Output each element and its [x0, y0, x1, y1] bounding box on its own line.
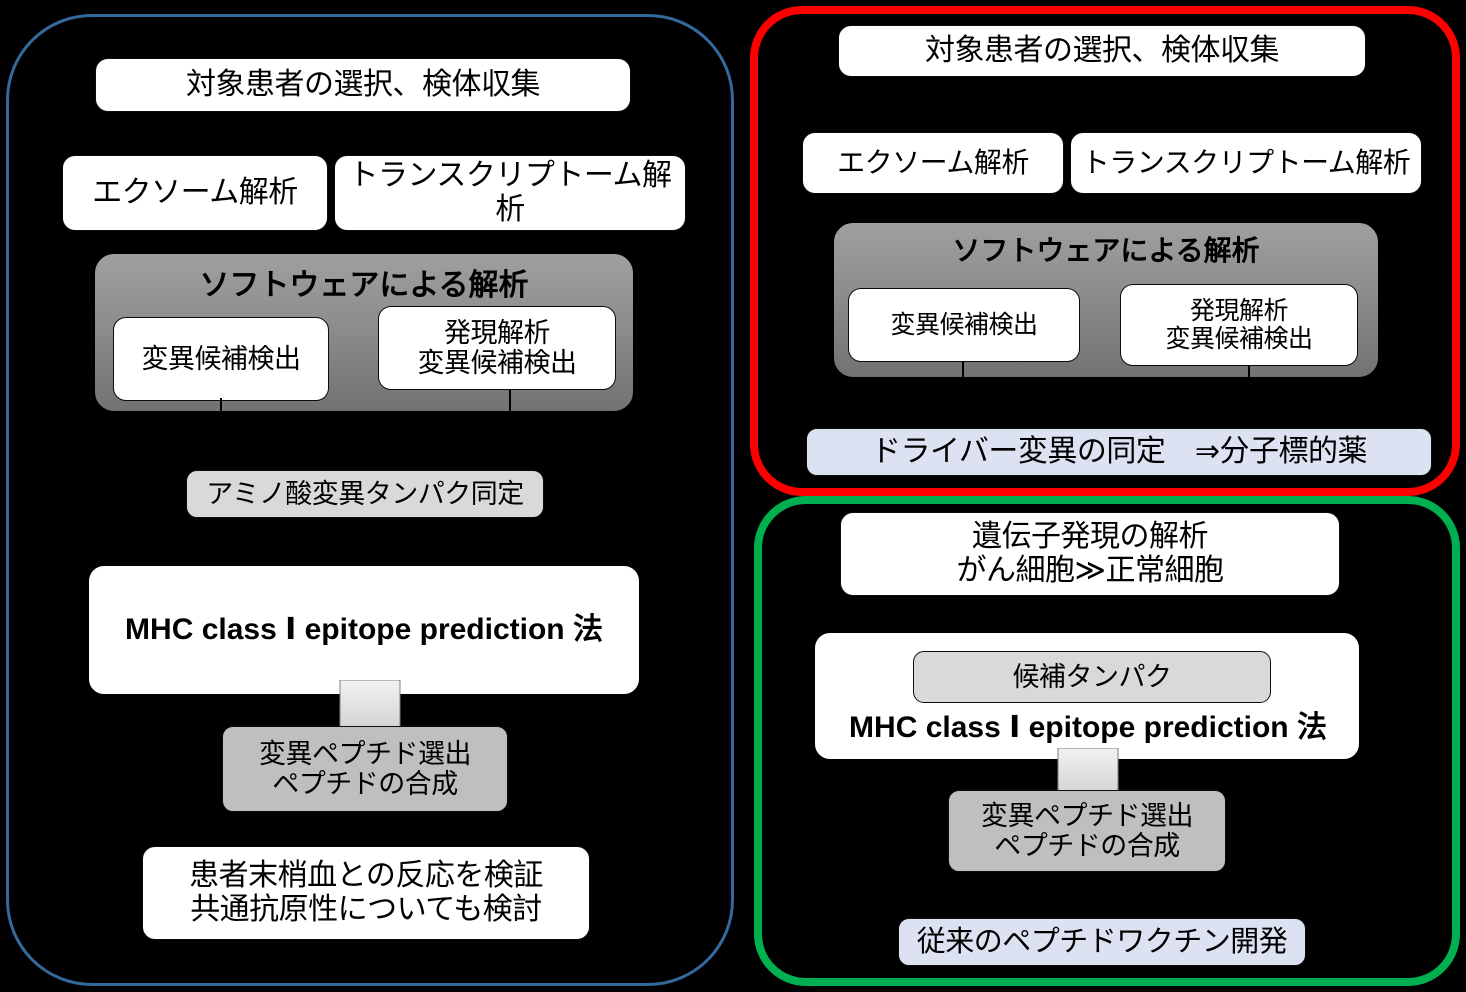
br-peptide-selection-box: 変異ペプチド選出 ペプチドの合成: [948, 790, 1226, 872]
tr-software-analysis-title: ソフトウェアによる解析: [952, 235, 1260, 266]
tr-transcriptome-box: トランスクリプトーム解析: [1070, 132, 1422, 194]
left-connector-amino-to-mhc: [360, 518, 370, 571]
left-connector-selection-to-transcriptome: [543, 112, 553, 153]
tr-patient-selection-box: 対象患者の選択、検体収集: [838, 25, 1366, 77]
tr-connector-transcriptome-to-software: [1241, 194, 1251, 231]
tr-connector-variant-to-driver: [958, 362, 968, 433]
br-connector-peptide-to-vaccine: [1083, 872, 1093, 917]
left-amino-acid-protein-box: アミノ酸変異タンパク同定: [186, 470, 544, 518]
tr-connector-selection-to-exome: [1098, 77, 1108, 124]
br-conventional-vaccine-box: 従来のペプチドワクチン開発: [898, 918, 1306, 966]
left-peptide-selection-box: 変異ペプチド選出 ペプチドの合成: [222, 726, 508, 812]
tr-connector-exome-to-software: [956, 194, 966, 231]
tr-connector-expression-to-driver: [1244, 366, 1254, 433]
left-transcriptome-box: トランスクリプトーム解析: [334, 155, 686, 231]
tr-driver-mutation-box: ドライバー変異の同定 ⇒分子標的薬: [806, 428, 1432, 476]
left-variant-detection-box: 変異候補検出: [113, 317, 329, 401]
left-exome-box: エクソーム解析: [62, 155, 328, 231]
left-connector-selection-to-exome: [359, 112, 369, 153]
left-connector-expression-to-amino: [505, 390, 515, 475]
left-validation-box: 患者末梢血との反応を検証 共通抗原性についても検討: [142, 846, 590, 940]
tr-exome-box: エクソーム解析: [802, 132, 1064, 194]
br-mhc-prediction-label: MHC class Ⅰ epitope prediction 法: [849, 711, 1327, 744]
left-expression-variant-detection-box: 発現解析 変異候補検出: [378, 306, 616, 390]
br-connector-expression-to-mhc: [1085, 596, 1095, 639]
left-connector-peptide-to-validation: [360, 812, 370, 851]
br-gene-expression-box: 遺伝子発現の解析 がん細胞≫正常細胞: [840, 512, 1340, 596]
left-software-analysis-title: ソフトウェアによる解析: [199, 269, 529, 302]
left-connector-variant-to-amino: [216, 398, 226, 475]
br-candidate-protein-box: 候補タンパク: [913, 651, 1271, 703]
left-mhc-prediction-box: MHC class Ⅰ epitope prediction 法: [88, 565, 640, 695]
tr-variant-detection-box: 変異候補検出: [848, 288, 1080, 362]
left-patient-selection-box: 対象患者の選択、検体収集: [95, 58, 631, 112]
tr-expression-variant-detection-box: 発現解析 変異候補検出: [1120, 284, 1358, 366]
br-mhc-prediction-box: 候補タンパク MHC class Ⅰ epitope prediction 法: [814, 632, 1360, 760]
tr-connector-selection-to-transcriptome: [1284, 77, 1294, 124]
